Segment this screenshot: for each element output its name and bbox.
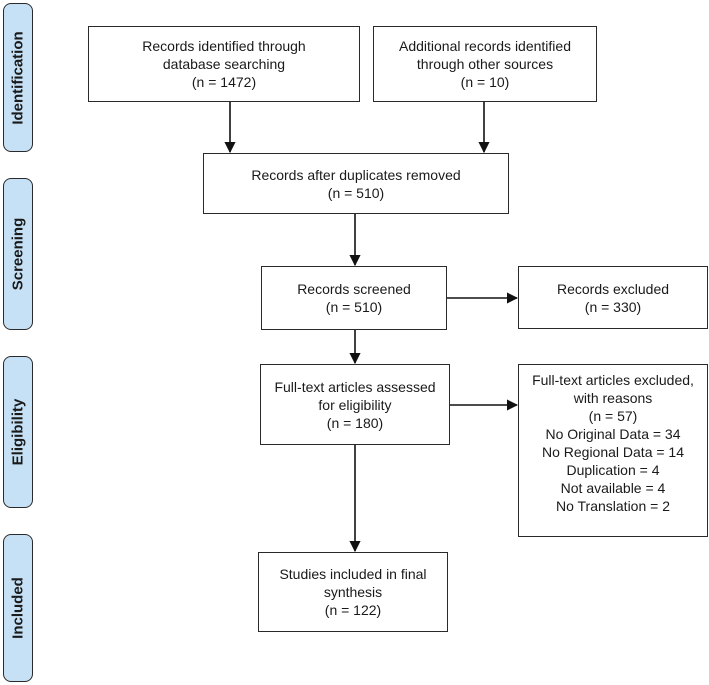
fulltext-excluded-count: (n = 57) [588, 408, 638, 424]
fulltext-assessed-box: Full-text articles assessed for eligibil… [260, 364, 450, 445]
duplicates-removed-count: (n = 510) [327, 184, 385, 201]
additional-records-count: (n = 10) [460, 74, 510, 90]
fulltext-assessed-count: (n = 180) [326, 414, 384, 431]
records-excluded-count: (n = 330) [584, 298, 642, 315]
additional-records-box: Additional records identified through ot… [373, 26, 597, 102]
stage-screening: Screening [3, 178, 33, 330]
reason-duplication: Duplication = 4 [566, 462, 660, 478]
additional-records-line-2: through other sources [416, 56, 554, 72]
database-search-count: (n = 1472) [191, 74, 257, 90]
stage-included-label: Included [9, 577, 27, 639]
fulltext-excluded-line-2: with reasons [573, 390, 653, 406]
reason-not-available: Not available = 4 [560, 480, 666, 496]
fulltext-assessed-line-2: for eligibility [318, 396, 392, 413]
stage-eligibility: Eligibility [3, 356, 33, 508]
fulltext-excluded-line-1: Full-text articles excluded, [532, 372, 694, 388]
records-excluded-box: Records excluded (n = 330) [518, 266, 708, 329]
records-excluded-line-1: Records excluded [556, 280, 670, 297]
studies-included-line-1: Studies included in final [279, 566, 427, 582]
stage-identification-label: Identification [9, 30, 27, 125]
stage-eligibility-label: Eligibility [9, 398, 27, 466]
database-search-box: Records identified through database sear… [88, 26, 360, 102]
stage-identification: Identification [3, 3, 33, 152]
fulltext-assessed-line-1: Full-text articles assessed [274, 378, 436, 395]
database-search-line-1: Records identified through [142, 38, 306, 54]
reason-no-regional-data: No Regional Data = 14 [541, 444, 685, 460]
stage-screening-label: Screening [9, 217, 27, 291]
database-search-line-2: database searching [162, 56, 286, 72]
fulltext-excluded-box: Full-text articles excluded, with reason… [518, 364, 708, 537]
duplicates-removed-line-1: Records after duplicates removed [251, 166, 461, 183]
additional-records-line-1: Additional records identified [399, 38, 571, 54]
studies-included-line-2: synthesis [323, 584, 383, 600]
records-screened-count: (n = 510) [325, 299, 383, 315]
reason-no-original-data: No Original Data = 34 [545, 426, 681, 442]
records-screened-line-1: Records screened [297, 281, 411, 297]
records-screened-box: Records screened (n = 510) [261, 266, 447, 330]
studies-included-count: (n = 122) [324, 602, 382, 618]
reason-no-translation: No Translation = 2 [555, 498, 670, 514]
studies-included-box: Studies included in final synthesis (n =… [258, 552, 448, 632]
duplicates-removed-box: Records after duplicates removed (n = 51… [203, 153, 509, 214]
stage-included: Included [3, 534, 33, 682]
